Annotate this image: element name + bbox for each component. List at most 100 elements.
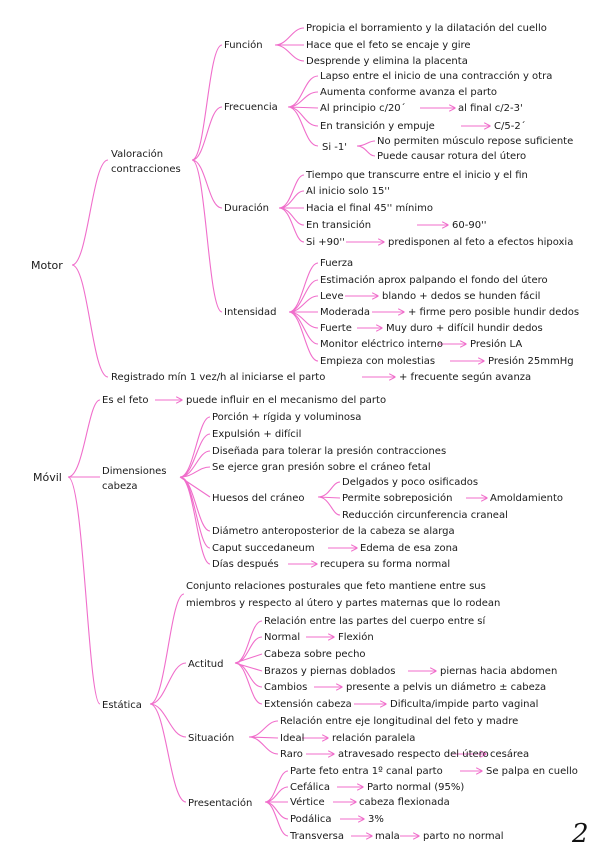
estatica-definition: miembros y respecto al útero y partes ma… <box>186 597 500 609</box>
actitud-item: Brazos y piernas doblados <box>264 666 395 677</box>
connectors <box>67 27 376 837</box>
frecuencia-item: Aumenta conforme avanza el parto <box>320 87 497 98</box>
situacion-item: Ideal <box>280 733 304 744</box>
intensidad-item: Fuerte <box>320 323 352 334</box>
node-es-el-feto: Es el feto <box>102 395 149 406</box>
brace-dimensiones <box>179 416 211 565</box>
dimensiones-item: Diámetro anteroposterior de la cabeza se… <box>212 525 455 537</box>
intensidad-item: Moderada <box>320 307 370 318</box>
duracion-item: Al inicio solo 15'' <box>306 186 390 197</box>
intensidad-item: blando + dedos se hunden fácil <box>382 290 540 302</box>
funcion-item: Hace que el feto se encaje y gire <box>306 40 471 51</box>
dimensiones-item: Edema de esa zona <box>360 543 458 554</box>
node-huesos: Huesos del cráneo <box>212 492 305 504</box>
dimensiones-item: Se ejerce gran presión sobre el cráneo f… <box>212 461 431 473</box>
brace-actitud <box>234 620 263 705</box>
actitud-item: Flexión <box>338 631 374 643</box>
brace-intensidad <box>288 262 319 362</box>
funcion-item: Desprende y elimina la placenta <box>306 56 468 67</box>
actitud-item: piernas hacia abdomen <box>440 666 557 677</box>
funcion-item: Propicia el borramiento y la dilatación … <box>306 22 547 34</box>
frecuencia-item: En transición y empuje <box>320 120 435 132</box>
actitud-item: Relación entre las partes del cuerpo ent… <box>264 615 486 627</box>
presentacion-item: parto no normal <box>423 831 503 842</box>
brace-duracion <box>278 174 305 243</box>
brace-funcion <box>274 27 305 62</box>
duracion-item: predisponen al feto a efectos hipoxia <box>388 237 573 248</box>
presentacion-item: Parte feto entra 1º canal parto <box>290 766 443 777</box>
node-motor: Motor <box>31 259 63 272</box>
brace-estatica <box>149 593 187 803</box>
intensidad-item: Muy duro + difícil hundir dedos <box>386 322 543 334</box>
presentacion-item: Podálica <box>290 813 331 825</box>
node-registrado-detail: + frecuente según avanza <box>399 371 531 383</box>
presentacion-item: Transversa <box>289 831 344 842</box>
node-actitud: Actitud <box>188 659 223 670</box>
intensidad-item: Leve <box>320 291 344 302</box>
brace-si1 <box>356 140 376 157</box>
huesos-item: Permite sobreposición <box>342 492 452 504</box>
node-dimensiones-line2: cabeza <box>102 481 138 492</box>
frecuencia-item: al final c/2-3' <box>458 103 523 114</box>
brace-valoracion <box>191 44 223 313</box>
dimensiones-item: Diseñada para tolerar la presión contrac… <box>212 445 446 457</box>
node-frecuencia: Frecuencia <box>224 102 278 113</box>
dimensiones-item: recupera su forma normal <box>320 559 450 570</box>
frecuencia-item: Lapso entre el inicio de una contracción… <box>320 70 552 82</box>
intensidad-item: Estimación aprox palpando el fondo del ú… <box>320 274 548 286</box>
situacion-item: relación paralela <box>332 732 415 744</box>
situacion-item: Raro <box>280 749 303 760</box>
situacion-item: cesárea <box>490 748 529 760</box>
frecuencia-subitem: Puede causar rotura del útero <box>377 150 526 162</box>
huesos-item: Reducción circunferencia craneal <box>342 509 508 521</box>
huesos-item: Amoldamiento <box>490 493 563 504</box>
actitud-item: Cabeza sobre pecho <box>264 649 366 660</box>
node-movil: Móvil <box>33 471 62 484</box>
node-registrado: Registrado mín 1 vez/h al iniciarse el p… <box>111 371 325 383</box>
node-valoracion-line1: Valoración <box>111 148 163 160</box>
labels: Motor Valoración contracciones Función P… <box>31 22 589 848</box>
presentacion-item: Cefálica <box>290 781 330 793</box>
frecuencia-item: Al principio c/20´ <box>320 102 406 114</box>
node-intensidad: Intensidad <box>224 307 277 318</box>
intensidad-item: + firme pero posible hundir dedos <box>408 307 579 318</box>
presentacion-item: 3% <box>368 814 384 825</box>
intensidad-item: Presión 25mmHg <box>488 355 574 367</box>
brace-frecuencia <box>287 75 319 147</box>
estatica-definition: Conjunto relaciones posturales que feto … <box>186 581 486 592</box>
dimensiones-item: Caput succedaneum <box>212 543 315 554</box>
actitud-item: presente a pelvis un diámetro ± cabeza <box>346 681 546 693</box>
actitud-item: Dificulta/impide parto vaginal <box>390 699 538 710</box>
dimensiones-item: Expulsión + difícil <box>212 428 301 440</box>
presentacion-item: mala <box>375 831 400 842</box>
intensidad-item: Presión LA <box>470 338 522 350</box>
presentacion-item: Se palpa en cuello <box>486 766 578 777</box>
duracion-item: Hacia el final 45'' mínimo <box>306 202 433 214</box>
node-estatica: Estática <box>102 699 142 711</box>
frecuencia-item: Si -1' <box>322 142 347 153</box>
frecuencia-item: C/5-2´ <box>494 120 526 132</box>
page-number: 2 <box>571 819 589 848</box>
es-el-feto-detail: puede influir en el mecanismo del parto <box>186 395 386 406</box>
arrows <box>155 108 490 836</box>
node-situacion: Situación <box>188 732 234 744</box>
duracion-item: 60-90'' <box>452 220 487 231</box>
actitud-item: Cambios <box>264 682 307 693</box>
node-presentacion: Presentación <box>188 797 252 809</box>
brace-motor <box>71 159 109 378</box>
brace-movil <box>67 399 101 705</box>
frecuencia-subitem: No permiten músculo repose suficiente <box>377 135 573 147</box>
actitud-item: Normal <box>264 632 300 643</box>
situacion-item: atravesado respecto del útero <box>338 748 489 760</box>
situacion-item: Relación entre eje longitudinal del feto… <box>280 715 518 727</box>
node-duracion: Duración <box>224 202 269 214</box>
intensidad-item: Fuerza <box>320 258 353 269</box>
intensidad-item: Empieza con molestias <box>320 356 435 367</box>
duracion-item: En transición <box>306 219 371 231</box>
node-valoracion-line2: contracciones <box>111 164 181 175</box>
dimensiones-item: Porción + rígida y voluminosa <box>212 411 361 423</box>
duracion-item: Si +90'' <box>306 237 345 248</box>
intensidad-item: Monitor eléctrico interno <box>320 338 443 350</box>
